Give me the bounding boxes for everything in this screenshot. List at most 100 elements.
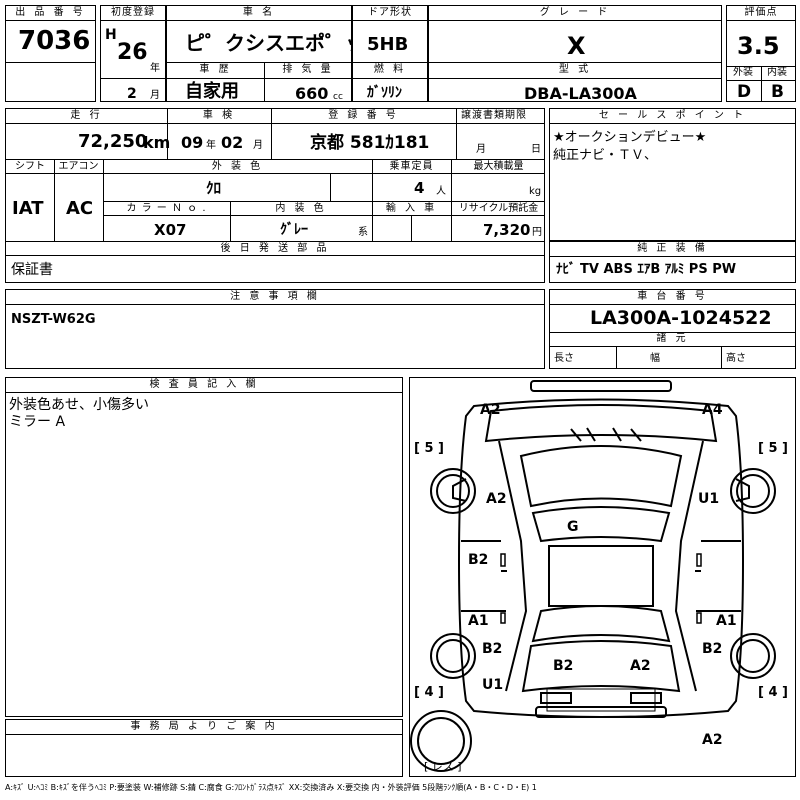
damage-a1-left-rear: A1 — [468, 613, 489, 629]
office-box: 事 務 局 よ り ご 案 内 — [5, 719, 403, 777]
tire-rear-right: [ 4 ] — [758, 685, 788, 700]
plate-label: 登 録 番 号 — [328, 110, 399, 121]
shift-label: シフト — [15, 161, 45, 172]
exterior-color-label: 外 装 色 — [211, 161, 264, 172]
inspection-year: 09 — [181, 133, 204, 152]
recycle-label: リサイクル預託金 — [458, 203, 539, 214]
damage-a4-front-right: A4 — [702, 402, 723, 418]
tire-front-right: [ 5 ] — [758, 441, 788, 456]
tire-front-left: [ 5 ] — [414, 441, 444, 456]
month-unit: 月 — [150, 90, 160, 101]
exterior-color: ｸﾛ — [206, 179, 222, 197]
interior-label: 内装 — [767, 67, 787, 78]
inspector-box: 検 査 員 記 入 欄 外装色あせ、小傷多い ミラー A — [5, 377, 403, 717]
equipment-list: ﾅﾋﾞ TV ABS ｴｱB ｱﾙﾐ PS PW — [556, 262, 737, 277]
displacement-unit: cc — [333, 92, 343, 102]
office-label: 事 務 局 よ り ご 案 内 — [130, 721, 278, 732]
chassis-box: 車 台 番 号 LA300A-1024522 諸 元 長さ 幅 高さ — [549, 289, 796, 369]
chassis-label: 車 台 番 号 — [637, 291, 708, 302]
equipment-label: 純 正 装 備 — [637, 243, 708, 254]
exterior-score: D — [737, 82, 752, 102]
inspection-month-unit: 月 — [253, 140, 263, 151]
capacity-label: 乗車定員 — [389, 161, 434, 172]
shift: IAT — [12, 198, 44, 219]
sales-point-label: セ ー ル ス ポ イ ン ト — [598, 110, 747, 121]
overall-score: 3.5 — [737, 32, 780, 60]
car-diagram-box: A2 A4 [ 5 ] [ 5 ] A2 U1 G B2 A1 A1 B2 B2… — [409, 377, 796, 777]
first-registration-label: 初度登録 — [111, 7, 155, 18]
ac-label: エアコン — [58, 161, 99, 172]
transfer-docs-label: 譲渡書類期限 — [461, 110, 527, 121]
mileage-unit: km — [143, 133, 171, 152]
legend: A:ｷｽﾞ U:ﾍｺﾐ B:ｷｽﾞを伴うﾍｺﾐ P:要塗装 W:補修跡 S:錆 … — [5, 783, 537, 792]
score-box: 評価点 3.5 外装 内装 D B — [726, 5, 796, 102]
car-name-box: 車 名 ピ゜クシスエポ゜ック 車 歴 排 気 量 自家用 660 cc — [166, 5, 385, 102]
mileage: 72,250 — [78, 131, 148, 152]
grade: X — [567, 32, 586, 60]
first-registration-year: 26 — [117, 40, 148, 65]
damage-u1-left-rear: U1 — [482, 677, 504, 693]
caution-value: NSZT-W62G — [11, 312, 96, 327]
fuel-label: 燃 料 — [373, 64, 407, 75]
exterior-label: 外装 — [733, 67, 753, 78]
inspection-year-unit: 年 — [206, 140, 216, 151]
details-box: 走 行 72,250 km 車 検 09 年 02 月 登 録 番 号 京都 5… — [5, 108, 545, 283]
interior-color: ｸﾞﾚｰ — [280, 222, 308, 238]
import-label: 輸 入 車 — [385, 203, 438, 214]
first-registration-month: 2 — [127, 86, 137, 102]
spare-tire: [ レス ] — [424, 760, 462, 773]
inspector-label: 検 査 員 記 入 欄 — [149, 379, 259, 390]
model-label: 型 式 — [558, 64, 592, 75]
color-number: X07 — [154, 221, 187, 239]
inspector-note-1: 外装色あせ、小傷多い — [9, 397, 149, 413]
parts-label: 後 日 発 送 部 品 — [220, 243, 330, 254]
history-label: 車 歴 — [199, 64, 232, 75]
interior-score: B — [771, 82, 784, 102]
load-label: 最大積載量 — [473, 161, 524, 172]
damage-b2-left-quarter: B2 — [482, 641, 503, 657]
damage-b2-left-door: B2 — [468, 552, 489, 568]
interior-color-label: 内 装 色 — [275, 203, 327, 214]
equipment-box: 純 正 装 備 ﾅﾋﾞ TV ABS ｴｱB ｱﾙﾐ PS PW — [549, 241, 796, 283]
fuel: ｶﾞｿﾘﾝ — [367, 85, 402, 101]
inspection-month: 02 — [221, 133, 244, 152]
air-conditioner: AC — [66, 198, 94, 219]
damage-u1-right-fender: U1 — [698, 491, 720, 507]
height-label: 高さ — [726, 353, 746, 364]
damage-a2-left-fender: A2 — [486, 491, 507, 507]
mileage-label: 走 行 — [70, 110, 103, 121]
damage-b2-right-quarter: B2 — [702, 641, 723, 657]
damage-a2-rear-bumper: A2 — [702, 732, 723, 748]
grade-label: グ レ ー ド — [539, 7, 611, 18]
transfer-day-unit: 日 — [531, 144, 541, 155]
tire-rear-left: [ 4 ] — [414, 685, 444, 700]
damage-g-windshield: G — [567, 519, 579, 535]
recycle-fee-unit: 円 — [532, 227, 542, 238]
damage-a2-front-left: A2 — [480, 402, 501, 418]
sales-point-box: セ ー ル ス ポ イ ン ト ★オークションデビュー★ 純正ナビ・ＴＶ、 — [549, 108, 796, 241]
transfer-month-unit: 月 — [476, 144, 486, 155]
color-number-label: カ ラ ー Ｎ ｏ . — [126, 203, 207, 214]
door-label: ドア形状 — [368, 7, 412, 18]
damage-b2-rear-left: B2 — [553, 658, 574, 674]
grade-box: グ レ ー ド X 型 式 DBA-LA300A — [428, 5, 722, 102]
parts-value: 保証書 — [11, 262, 53, 278]
lot-number-box: 出 品 番 号 7036 — [5, 5, 96, 102]
sales-point-line-2: 純正ナビ・ＴＶ、 — [553, 148, 658, 163]
lot-number: 7036 — [18, 26, 91, 56]
chassis-number: LA300A-1024522 — [590, 307, 772, 329]
caution-label: 注 意 事 項 欄 — [230, 291, 320, 302]
history: 自家用 — [185, 81, 239, 102]
year-unit: 年 — [150, 63, 160, 74]
capacity-unit: 人 — [436, 186, 446, 197]
recycle-fee: 7,320 — [483, 221, 531, 239]
length-label: 長さ — [554, 353, 574, 364]
plate-number: 京都 581ｶ181 — [310, 133, 430, 153]
score-label: 評価点 — [744, 7, 778, 18]
spec-label: 諸 元 — [656, 333, 689, 344]
caution-box: 注 意 事 項 欄 NSZT-W62G — [5, 289, 545, 369]
sales-point-line-1: ★オークションデビュー★ — [553, 130, 707, 145]
car-body-diagram — [410, 380, 776, 772]
displacement-label: 排 気 量 — [282, 64, 334, 75]
first-registration-box: 初度登録 H 26 年 2 月 — [100, 5, 166, 102]
